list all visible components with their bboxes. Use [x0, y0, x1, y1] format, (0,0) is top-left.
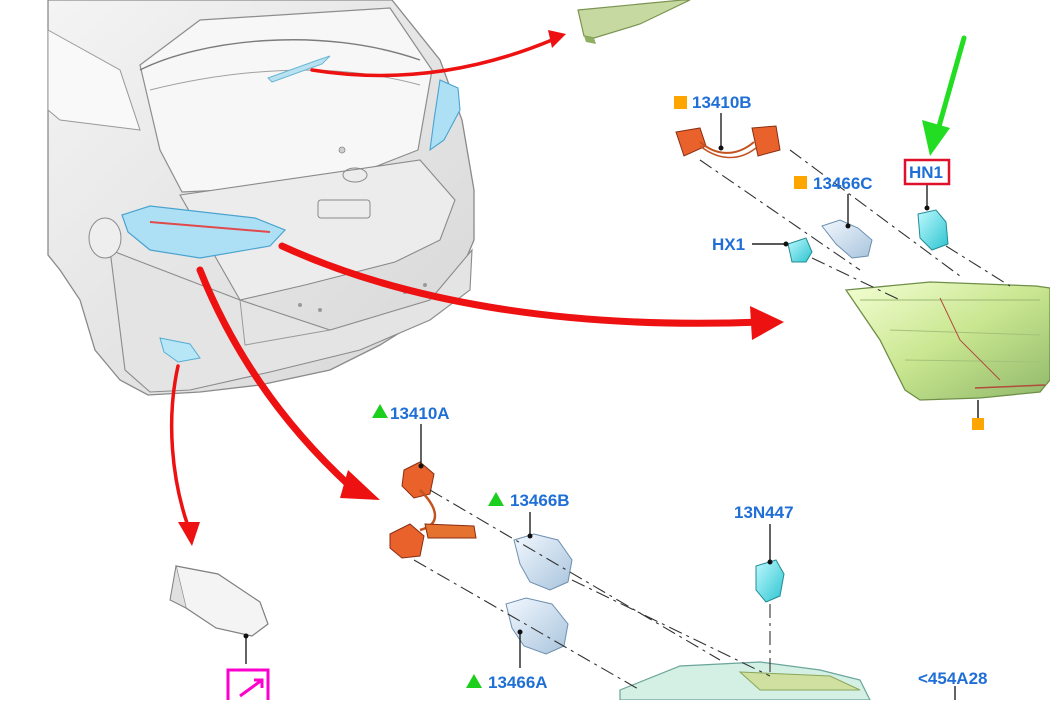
- callout-hx1: HX1: [712, 235, 745, 254]
- bulb-13466a: [505, 597, 569, 668]
- red-arrowheads: [178, 30, 784, 546]
- hn1-highlight-box: [903, 158, 951, 186]
- high-mount-stop-lamp-part: [577, 0, 691, 44]
- outer-tail-lamp-partial: [619, 661, 956, 701]
- socket-hn1: [917, 184, 949, 251]
- connector-13410a: [389, 424, 477, 559]
- callout-454a28: <454A28: [918, 669, 987, 688]
- callout-13466a: 13466A: [488, 673, 548, 692]
- rear-reflector-part: [169, 565, 270, 704]
- red-pointer-arrows: [169, 38, 766, 528]
- callout-13n447: 13N447: [734, 503, 794, 522]
- bulb-13466b: [513, 512, 573, 591]
- callout-13466c: 13466C: [813, 174, 873, 193]
- orange-square-icon: [972, 418, 984, 430]
- assembly-guide-lines-bottom: [413, 489, 771, 691]
- car-rear-illustration: [47, 0, 475, 396]
- inner-tail-lamp-assembly: [844, 281, 1050, 430]
- socket-13n447: [755, 524, 785, 603]
- green-pointer-arrow: [922, 35, 967, 156]
- assembly-guide-lines-right: [699, 149, 1011, 301]
- orange-square-icon: [794, 176, 807, 189]
- callout-hn1: HN1: [909, 163, 943, 182]
- connector-13410b: [675, 113, 781, 159]
- green-triangle-icon: [372, 404, 388, 418]
- orange-square-icon: [674, 96, 687, 109]
- bulb-13466c: [821, 194, 873, 259]
- green-triangle-icon: [488, 492, 504, 506]
- green-triangle-icon: [466, 674, 482, 688]
- callout-13410a: 13410A: [390, 404, 450, 423]
- socket-hx1: [752, 237, 813, 263]
- callout-13466b: 13466B: [510, 491, 570, 510]
- callout-13410b: 13410B: [692, 93, 752, 112]
